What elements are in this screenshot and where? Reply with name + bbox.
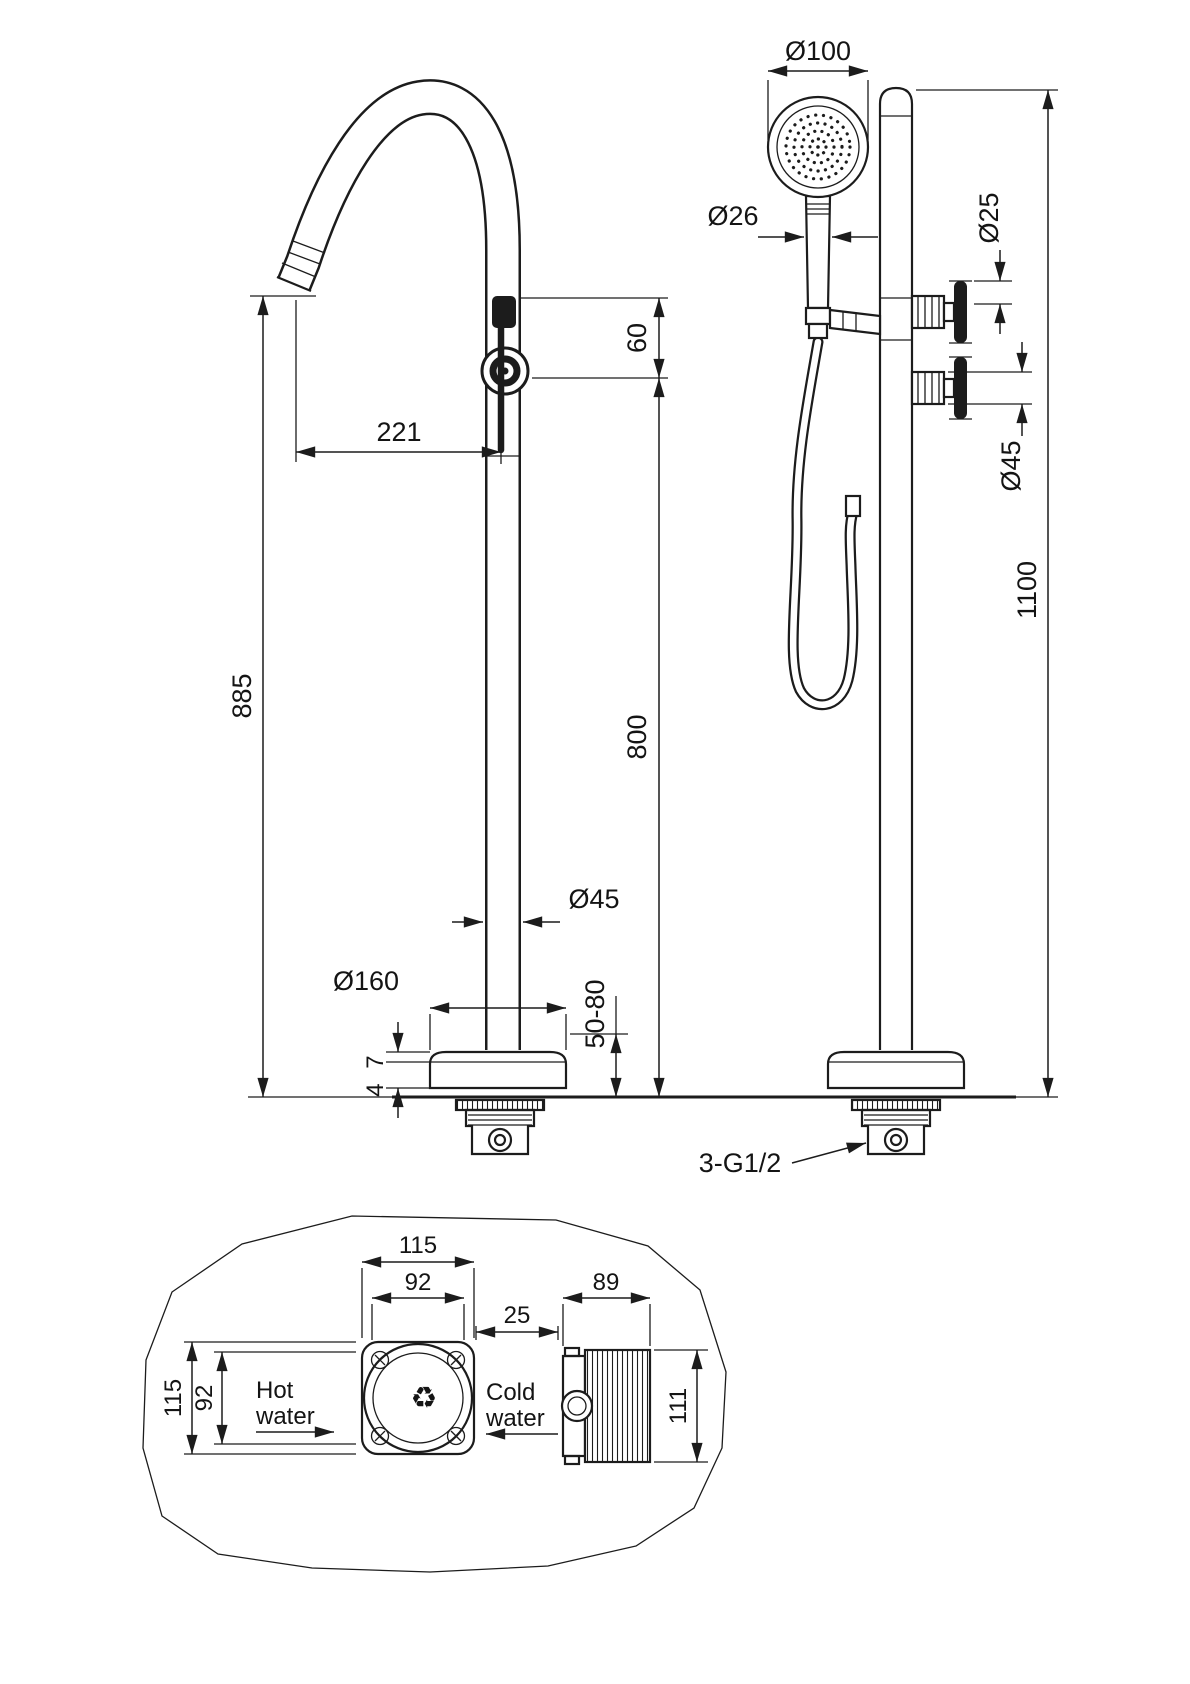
hot-water-line1: Hot: [256, 1377, 294, 1404]
cold-water-line1: Cold: [486, 1379, 535, 1406]
dim-valve-body: Ø45: [948, 342, 1032, 492]
hand-shower: [766, 95, 882, 340]
dim-label-dia100: Ø100: [785, 36, 851, 66]
rough-in-plan-view: ♻: [360, 1340, 476, 1456]
dim-box-width: 89: [562, 1269, 651, 1346]
hose-fitting: [844, 494, 862, 518]
front-view-fixture: [766, 86, 972, 1090]
dim-spout-reach: 221: [295, 300, 502, 464]
dimensions-side-view: 221 60 885 800 Ø45 Ø160 50-: [227, 295, 668, 1118]
dim-base-steps: 7 4: [362, 1022, 430, 1118]
dim-plan-width-outer: 115: [361, 1232, 475, 1338]
dim-spout-height: 885: [227, 295, 392, 1098]
hot-water-line2: water: [255, 1403, 315, 1430]
rough-in-left: [454, 1098, 546, 1156]
rough-in-right: [850, 1098, 942, 1156]
cold-water-label: Cold water: [485, 1379, 558, 1440]
front-view-base: [826, 1050, 966, 1090]
side-view-valve: [480, 296, 530, 454]
dim-handle-bar: Ø25: [974, 192, 1012, 334]
dim-label-60: 60: [622, 323, 652, 353]
side-view-fixture: [276, 79, 568, 1090]
corner-screws: [370, 1350, 466, 1446]
dim-base-diameter: Ø160: [333, 966, 567, 1050]
column: [878, 86, 914, 1050]
dim-handshower: Ø26: [707, 201, 878, 243]
dim-label-dia45-front: Ø45: [996, 440, 1026, 491]
dim-label-885: 885: [227, 673, 257, 718]
side-view-base: [428, 1050, 568, 1090]
dim-label-1100: 1100: [1012, 561, 1042, 619]
cross-handle-bottom: [910, 356, 972, 420]
connection-thread-label: 3-G1/2: [699, 1148, 782, 1178]
dim-gap-25: 25: [475, 1302, 559, 1340]
dim-label-dia26: Ø26: [707, 201, 758, 231]
dim-label-4: 4: [362, 1083, 389, 1096]
dim-box-depth: 111: [654, 1349, 708, 1463]
installation-detail: ♻ 115 92 25: [142, 1215, 727, 1573]
dim-handle-height: 800: [622, 378, 665, 1097]
dim-label-89: 89: [593, 1269, 620, 1296]
detail-dimensions: 115 92 25 89 115: [160, 1232, 708, 1463]
dim-label-115-top: 115: [399, 1232, 437, 1259]
detail-boundary: [142, 1215, 727, 1573]
dim-label-25: 25: [504, 1302, 531, 1329]
dim-overall-height: 1100: [916, 89, 1058, 1098]
dim-label-dia25: Ø25: [974, 192, 1004, 243]
dim-label-7: 7: [362, 1055, 389, 1068]
cross-handle-top: [910, 280, 972, 344]
hand-shower-hose: [787, 336, 862, 711]
dimensions-front-view: Ø100 Ø26 Ø25 Ø45 1100 3-G1/2: [699, 36, 1058, 1178]
dim-plan-width-inner: 92: [371, 1269, 465, 1340]
dim-label-50-80: 50-80: [580, 979, 610, 1048]
hand-shower-bracket: [828, 308, 882, 336]
hand-shower-grip: [804, 194, 832, 310]
dim-label-dia45-side: Ø45: [568, 884, 619, 914]
dim-label-221: 221: [376, 417, 421, 447]
dim-label-800: 800: [622, 714, 652, 759]
dim-plan-height-inner: 92: [191, 1351, 356, 1445]
dim-label-92-left: 92: [191, 1385, 218, 1412]
cold-water-line2: water: [485, 1405, 545, 1432]
rough-in-side-view: [560, 1346, 652, 1466]
connection-callout: 3-G1/2: [699, 1142, 867, 1178]
dim-plan-height-outer: 115: [160, 1341, 356, 1455]
dim-floor-depth: 50-80: [570, 979, 628, 1097]
recycle-icon: ♻: [411, 1381, 438, 1416]
dim-label-111: 111: [665, 1388, 692, 1424]
dim-shower-head: Ø100: [767, 36, 869, 140]
hot-water-label: Hot water: [255, 1377, 334, 1438]
dim-column-diameter: Ø45: [452, 884, 620, 928]
dim-label-dia160: Ø160: [333, 966, 399, 996]
shower-head: [766, 95, 870, 199]
dim-spout-drop: 60: [520, 297, 668, 379]
dim-label-115-left: 115: [160, 1379, 187, 1417]
dim-label-92-top: 92: [405, 1269, 432, 1296]
spout-tip-rings: [276, 240, 326, 293]
